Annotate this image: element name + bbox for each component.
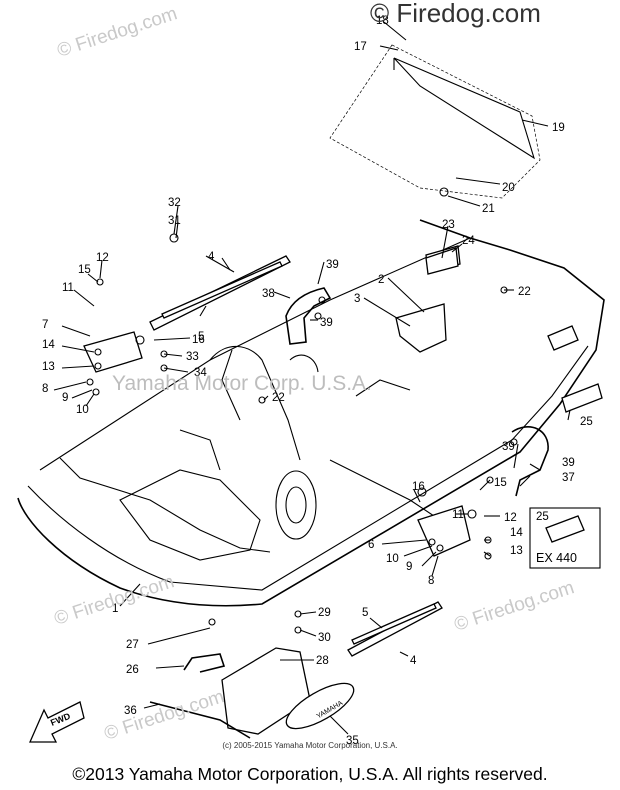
callout-39-mid: 39 (320, 317, 333, 329)
callout-15-right: 15 (494, 477, 507, 489)
callout-5-bottom: 5 (362, 607, 368, 619)
callout-27: 27 (126, 639, 139, 651)
callout-11-left: 11 (62, 282, 74, 294)
bracket-right (417, 505, 471, 557)
strap-36 (149, 701, 251, 739)
callout-19: 19 (552, 122, 565, 134)
callout-13-right: 13 (510, 545, 523, 557)
callout-13-left: 13 (42, 361, 55, 373)
callout-39-top: 39 (326, 259, 339, 271)
handle-37 (511, 426, 549, 497)
callout-23: 23 (442, 219, 455, 231)
leader-lines (53, 21, 571, 735)
callout-35: 35 (346, 735, 359, 747)
tool-bag-35 (285, 682, 355, 730)
watermark-center: Yamaha Motor Corp. U.S.A. (112, 372, 372, 395)
callout-16-left: 16 (192, 334, 205, 346)
callout-15-left: 15 (78, 264, 91, 276)
callout-11-right: 11 (452, 509, 464, 521)
callout-22-right: 22 (518, 286, 531, 298)
callout-34: 34 (194, 367, 207, 379)
callout-30: 30 (318, 632, 331, 644)
callout-32: 32 (168, 197, 181, 209)
callout-21: 21 (482, 203, 495, 215)
small-copyright: (c) 2005-2015 Yamaha Motor Corporation, … (222, 741, 398, 750)
callout-5-top: 5 (198, 331, 204, 343)
callout-29: 29 (318, 607, 331, 619)
callout-39-right2: 39 (562, 457, 575, 469)
callout-10-right: 10 (386, 553, 399, 565)
callout-9-left: 9 (62, 392, 68, 404)
callout-20: 20 (502, 182, 515, 194)
callout-12-left: 12 (96, 252, 109, 264)
svg-text:25: 25 (536, 511, 549, 523)
callout-36: 36 (124, 705, 137, 717)
callout-26: 26 (126, 664, 139, 676)
callout-3: 3 (354, 293, 360, 305)
callout-25: 25 (580, 416, 593, 428)
callout-4-bottom: 4 (410, 655, 417, 667)
callout-6: 6 (368, 539, 374, 551)
decal-25 (561, 383, 603, 413)
callout-8-left: 8 (42, 383, 48, 395)
callout-8-right: 8 (428, 575, 434, 587)
bracket-left (83, 331, 143, 373)
bracket-26 (183, 653, 226, 673)
callout-31: 31 (168, 215, 181, 227)
watermark-top: © Firedog.com (370, 0, 541, 28)
svg-text:EX 440: EX 440 (536, 551, 577, 565)
model-inset: 25 EX 440 (529, 507, 601, 569)
callout-22-left: 22 (272, 392, 285, 404)
fwd-arrow-icon: FWD (29, 701, 85, 743)
callout-14-left: 14 (42, 339, 55, 351)
callout-numbers: 18 17 19 20 21 23 24 22 2 3 32 31 4 5 12… (42, 15, 593, 747)
callout-4-top: 4 (208, 251, 215, 263)
callout-37: 37 (562, 472, 575, 484)
callout-12-right: 12 (504, 512, 517, 524)
callout-24: 24 (462, 235, 475, 247)
callout-2: 2 (378, 274, 384, 286)
callout-14-right: 14 (510, 527, 523, 539)
runner-rails-top (149, 255, 291, 331)
callout-7: 7 (42, 319, 48, 331)
callout-16-right: 16 (412, 481, 425, 493)
runner-rails-bottom (347, 601, 443, 657)
callout-18: 18 (376, 15, 389, 27)
callout-1: 1 (112, 603, 118, 615)
decal-23 (425, 247, 459, 275)
bracket-38 (285, 287, 332, 345)
callout-33: 33 (186, 351, 199, 363)
callout-39-right: 39 (502, 441, 515, 453)
fasteners (86, 187, 518, 634)
callout-9-right: 9 (406, 561, 412, 573)
callout-38: 38 (262, 288, 275, 300)
parts-diagram: 25 EX 440 YAMAHA FWD (17, 15, 605, 747)
copyright-footer: ©2013 Yamaha Motor Corporation, U.S.A. A… (72, 764, 548, 784)
callout-10-left: 10 (76, 404, 89, 416)
windshield-panel (329, 44, 541, 199)
callout-17: 17 (354, 41, 367, 53)
callout-28: 28 (316, 655, 329, 667)
